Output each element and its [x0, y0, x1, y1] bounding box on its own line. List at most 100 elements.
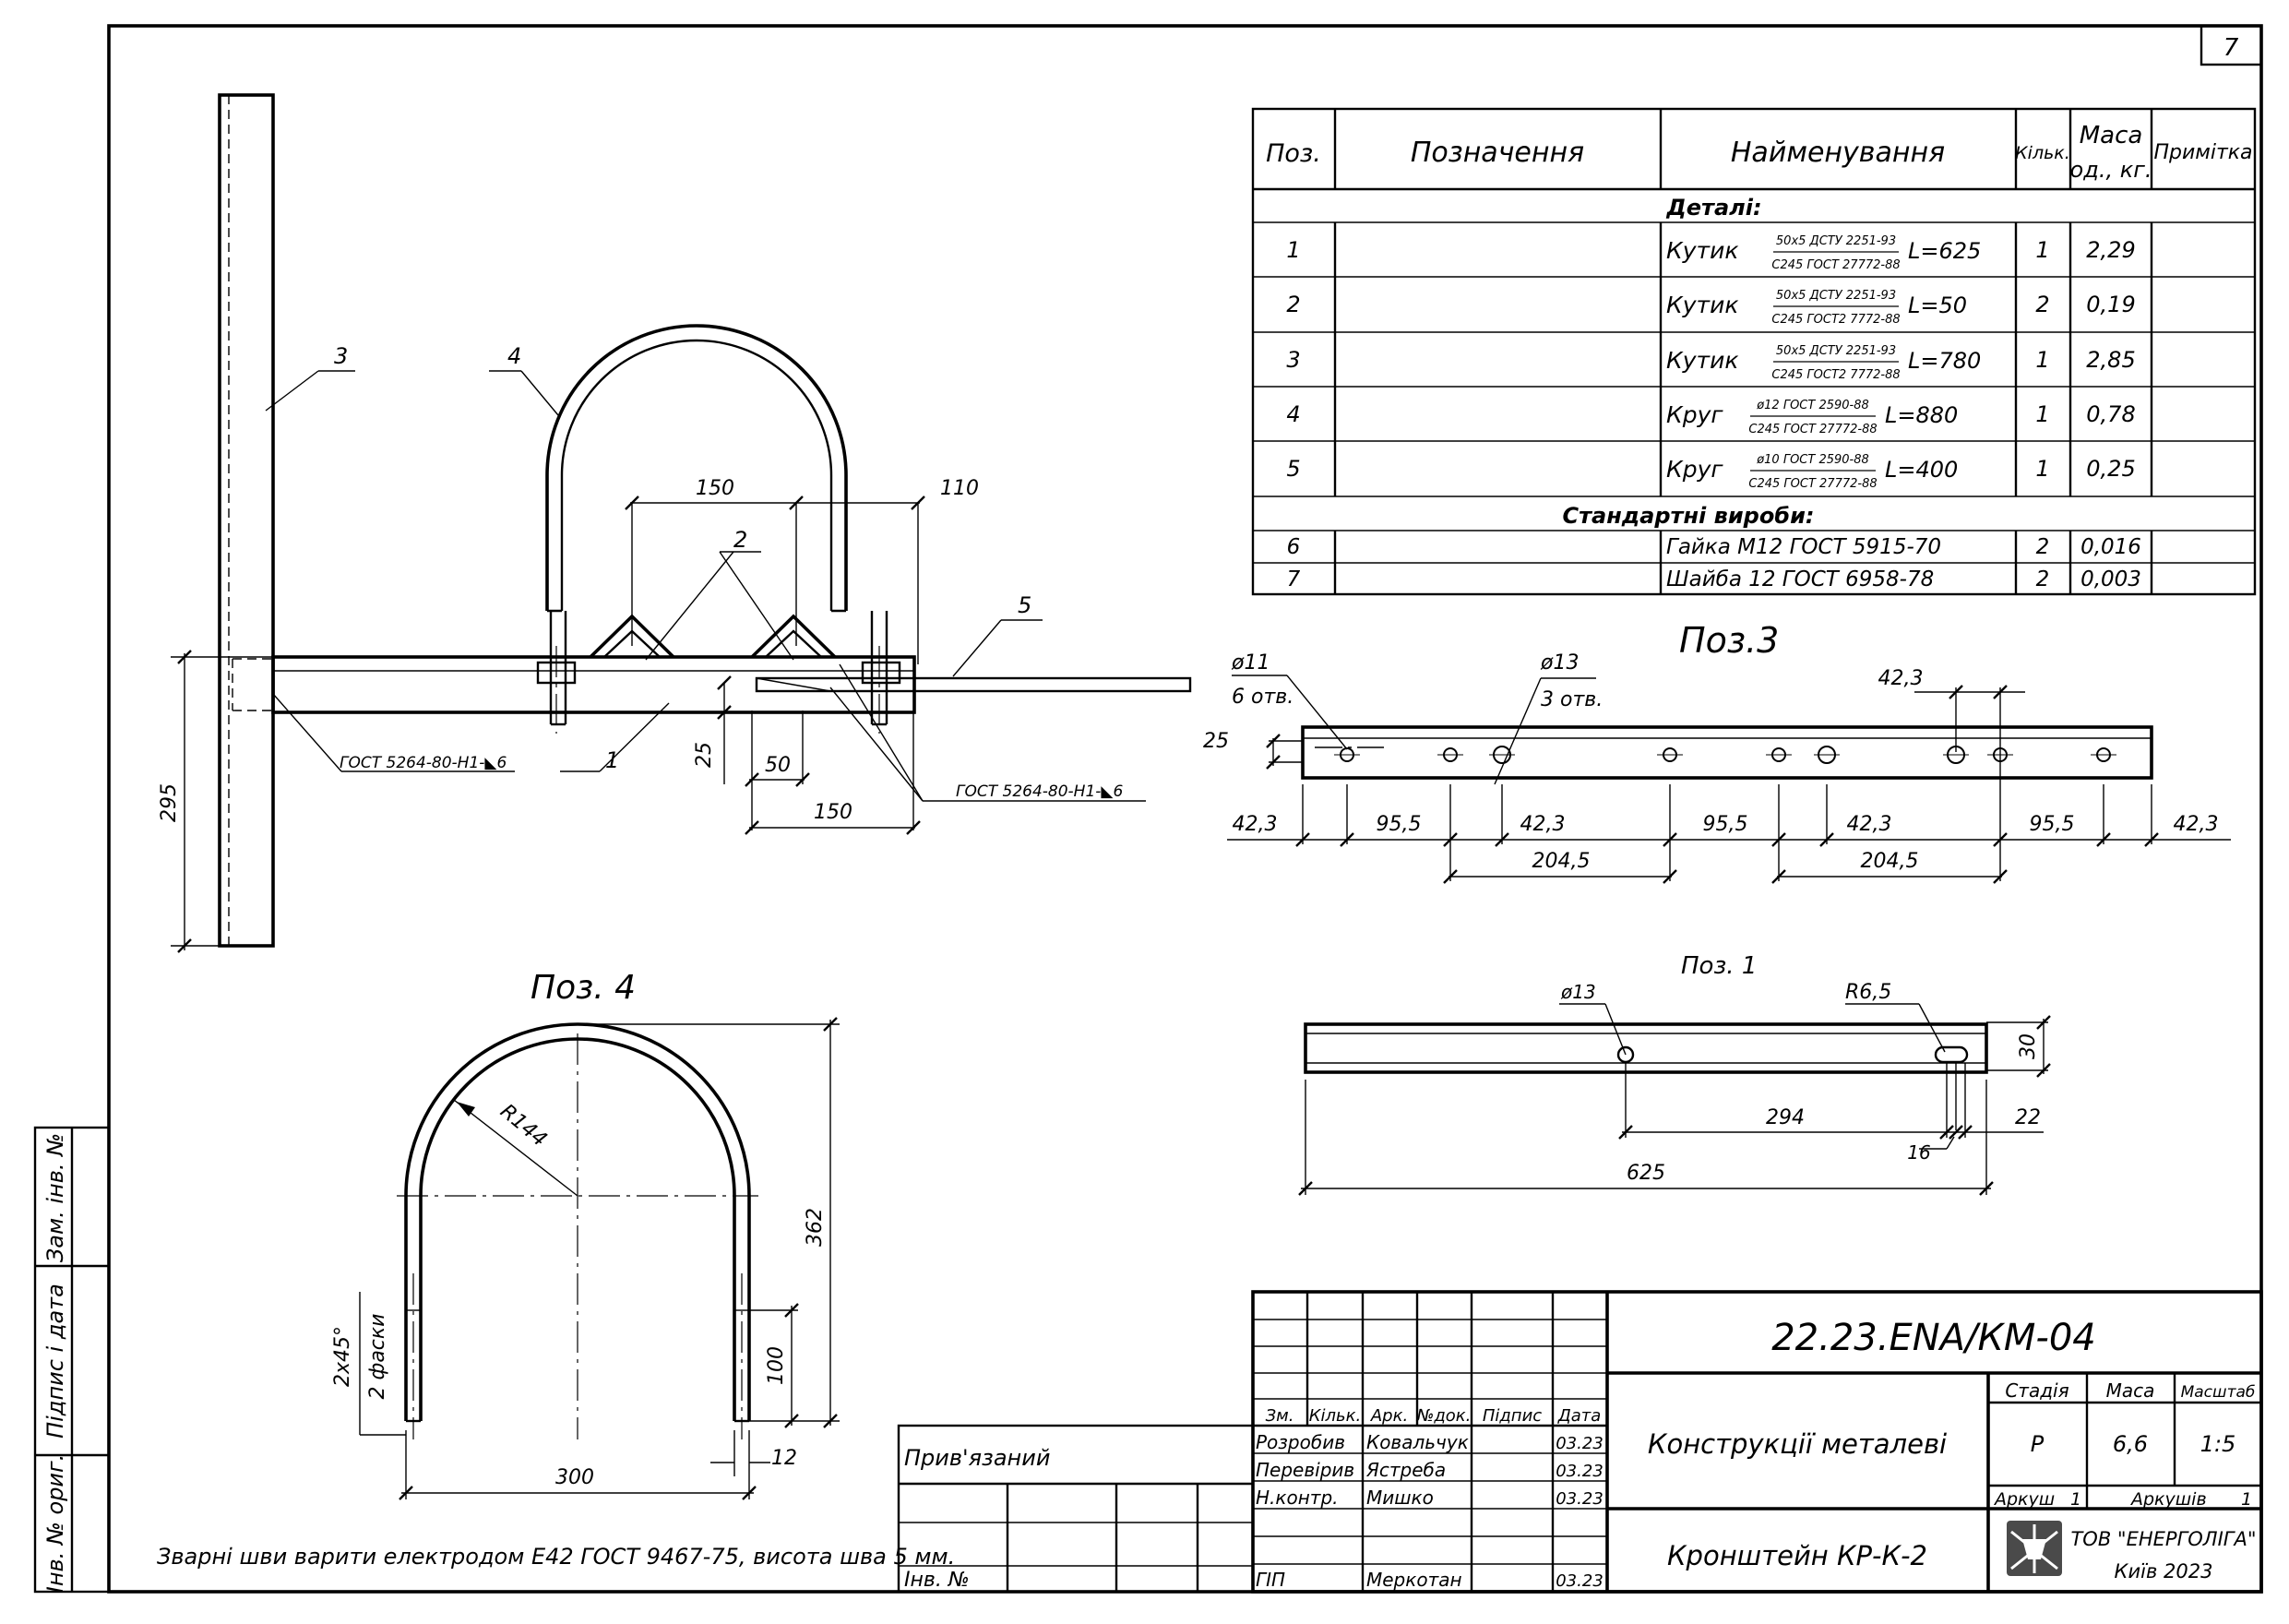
- tb-name-3: Меркотан: [1366, 1569, 1462, 1591]
- spec-row-steel: С245 ГОСТ 27772-88: [1748, 423, 1877, 436]
- pos4-dim-12: 12: [771, 1447, 797, 1470]
- strip-pidpys: Підпис і дата: [42, 1284, 68, 1439]
- tb-sheets-label: Аркушів: [2129, 1489, 2207, 1510]
- spec-row-name: Кутик: [1666, 237, 1738, 264]
- spec-row-qty: 1: [2035, 456, 2049, 482]
- spec-row-name: Кутик: [1666, 292, 1738, 318]
- callout-2: 2: [733, 527, 747, 553]
- tb-header-pidpys: Підпис: [1483, 1406, 1542, 1426]
- pos1-hole13: ø13: [1560, 981, 1596, 1003]
- tb-name-1: Ястреба: [1365, 1459, 1446, 1481]
- tb-header-ark: Арк.: [1370, 1406, 1408, 1426]
- pos4-title: Поз. 4: [531, 969, 636, 1007]
- spec-row-length: L=50: [1908, 293, 1967, 318]
- spec-row-mass: 0,78: [2086, 401, 2135, 427]
- spec-row-qty: 1: [2035, 237, 2049, 263]
- strip-zam-inv: Зам. інв. №: [42, 1133, 68, 1262]
- spec-row-profile: ø10 ГОСТ 2590-88: [1756, 453, 1869, 467]
- tb-sheet-label: Аркуш: [1993, 1489, 2055, 1510]
- company-logo: [2007, 1521, 2062, 1576]
- spec-row-profile: 50х5 ДСТУ 2251-93: [1776, 234, 1896, 248]
- weld-note-left: ГОСТ 5264-80-Н1-◣6: [340, 754, 507, 772]
- pos3-dim-3: 42,3: [1520, 813, 1566, 836]
- pos1-title: Поз. 1: [1681, 952, 1757, 980]
- spec-row-steel: С245 ГОСТ 27772-88: [1748, 477, 1877, 491]
- spec-row-steel: С245 ГОСТ 27772-88: [1771, 258, 1900, 272]
- pos1-slot: [1934, 1045, 1969, 1064]
- tb-name-2: Мишко: [1366, 1487, 1434, 1509]
- spec-row-pos: 3: [1286, 347, 1300, 373]
- callout-4: 4: [507, 343, 521, 369]
- pos1-dim-294: 294: [1766, 1106, 1805, 1129]
- spec-header-designation: Позначення: [1411, 137, 1584, 169]
- tb-sheet: 1: [2070, 1489, 2081, 1510]
- callout-5: 5: [1018, 592, 1031, 618]
- pos4-dim-362: 362: [804, 1208, 827, 1247]
- spec-row-mass: 2,29: [2086, 237, 2135, 263]
- tb-sheets: 1: [2241, 1489, 2252, 1510]
- binding-label: Прив'язаний: [904, 1445, 1050, 1471]
- tb-role-3: ГІП: [1256, 1569, 1285, 1591]
- rod: [755, 676, 1192, 693]
- pos3-dim-6: 95,5: [2030, 813, 2075, 836]
- binding-inv: Інв. №: [904, 1569, 970, 1592]
- spec-std-mass: 0,016: [2080, 535, 2141, 559]
- pos3-dim-7: 42,3: [2174, 813, 2219, 836]
- spec-header-qty: Кільк.: [2015, 143, 2070, 163]
- u-bolt-outer: [545, 324, 848, 611]
- spec-header-pos: Поз.: [1266, 139, 1321, 168]
- dim-110: 110: [940, 477, 979, 500]
- spec-row-profile: 50х5 ДСТУ 2251-93: [1776, 344, 1896, 358]
- pos4-dim-100: 100: [765, 1346, 788, 1385]
- pos1-hole: [1616, 1045, 1635, 1064]
- dim-150-top: 150: [696, 477, 734, 500]
- spec-std-pos: 7: [1287, 567, 1301, 591]
- spec-row-name: Круг: [1666, 401, 1723, 428]
- pos3-dim-2: 95,5: [1377, 813, 1422, 836]
- spec-std-name: Шайба 12 ГОСТ 6958-78: [1666, 567, 1934, 591]
- tb-city: Київ 2023: [2115, 1560, 2213, 1582]
- pos1-view: Поз. 1 ø13 R6,5 30 294 22 16: [1298, 952, 2051, 1196]
- pos3-holes3: 3 отв.: [1541, 688, 1603, 711]
- dim-50: 50: [765, 754, 791, 777]
- dim-25: 25: [693, 742, 716, 768]
- tb-header-kilk: Кільк.: [1309, 1406, 1362, 1426]
- tb-date-2: 03.23: [1556, 1489, 1603, 1509]
- tb-mass-label: Маса: [2106, 1379, 2155, 1402]
- dim-150-bottom: 150: [814, 801, 852, 824]
- spec-row-qty: 2: [2035, 292, 2049, 317]
- spec-header-mass: Маса: [2080, 122, 2143, 149]
- pos4-chamfer-count: 2 фаски: [366, 1314, 389, 1400]
- welding-note: Зварні шви варити електродом Е42 ГОСТ 94…: [157, 1544, 955, 1570]
- tb-company: ТОВ "ЕНЕРГОЛІГА": [2070, 1528, 2256, 1550]
- pos3-hole11: ø11: [1231, 651, 1270, 675]
- spec-table: Поз. Позначення Найменування Кільк. Маса…: [1251, 107, 2257, 596]
- tb-header-ndok: №док.: [1416, 1406, 1472, 1426]
- spec-row-name: Круг: [1666, 456, 1723, 483]
- pos1-dim-625: 625: [1627, 1162, 1665, 1185]
- spec-row-mass: 0,25: [2086, 456, 2135, 482]
- spec-row-steel: С245 ГОСТ2 7772-88: [1771, 368, 1900, 382]
- u-bolt-inner: [560, 339, 833, 611]
- sheet-number: 7: [2223, 34, 2239, 62]
- spec-row-pos: 4: [1286, 401, 1300, 427]
- pos3-dim-25: 25: [1203, 730, 1229, 753]
- pos3-dim-1: 42,3: [1233, 813, 1278, 836]
- tb-stage-label: Стадія: [2005, 1379, 2068, 1402]
- pos3-dim-204a: 204,5: [1532, 850, 1591, 873]
- spec-row-name: Кутик: [1666, 347, 1738, 374]
- spec-row-pos: 2: [1286, 292, 1300, 317]
- spec-row-qty: 1: [2035, 347, 2049, 373]
- pos1-r65: R6,5: [1845, 981, 1891, 1004]
- spec-row-profile: 50х5 ДСТУ 2251-93: [1776, 289, 1896, 303]
- spec-std-mass: 0,003: [2080, 567, 2141, 591]
- pos1-dim-30: 30: [2017, 1033, 2040, 1059]
- horizontal-angle: [271, 655, 916, 714]
- spec-row-length: L=880: [1885, 402, 1958, 428]
- tb-doc-code: 22.23.ENA/КМ-04: [1771, 1317, 2096, 1359]
- tb-date-1: 03.23: [1556, 1462, 1603, 1481]
- main-view: 3 4 2 1 5 ГОСТ 5264-80-Н1-◣6 ГОСТ 5264-8…: [158, 93, 1192, 953]
- callout-3: 3: [334, 343, 348, 369]
